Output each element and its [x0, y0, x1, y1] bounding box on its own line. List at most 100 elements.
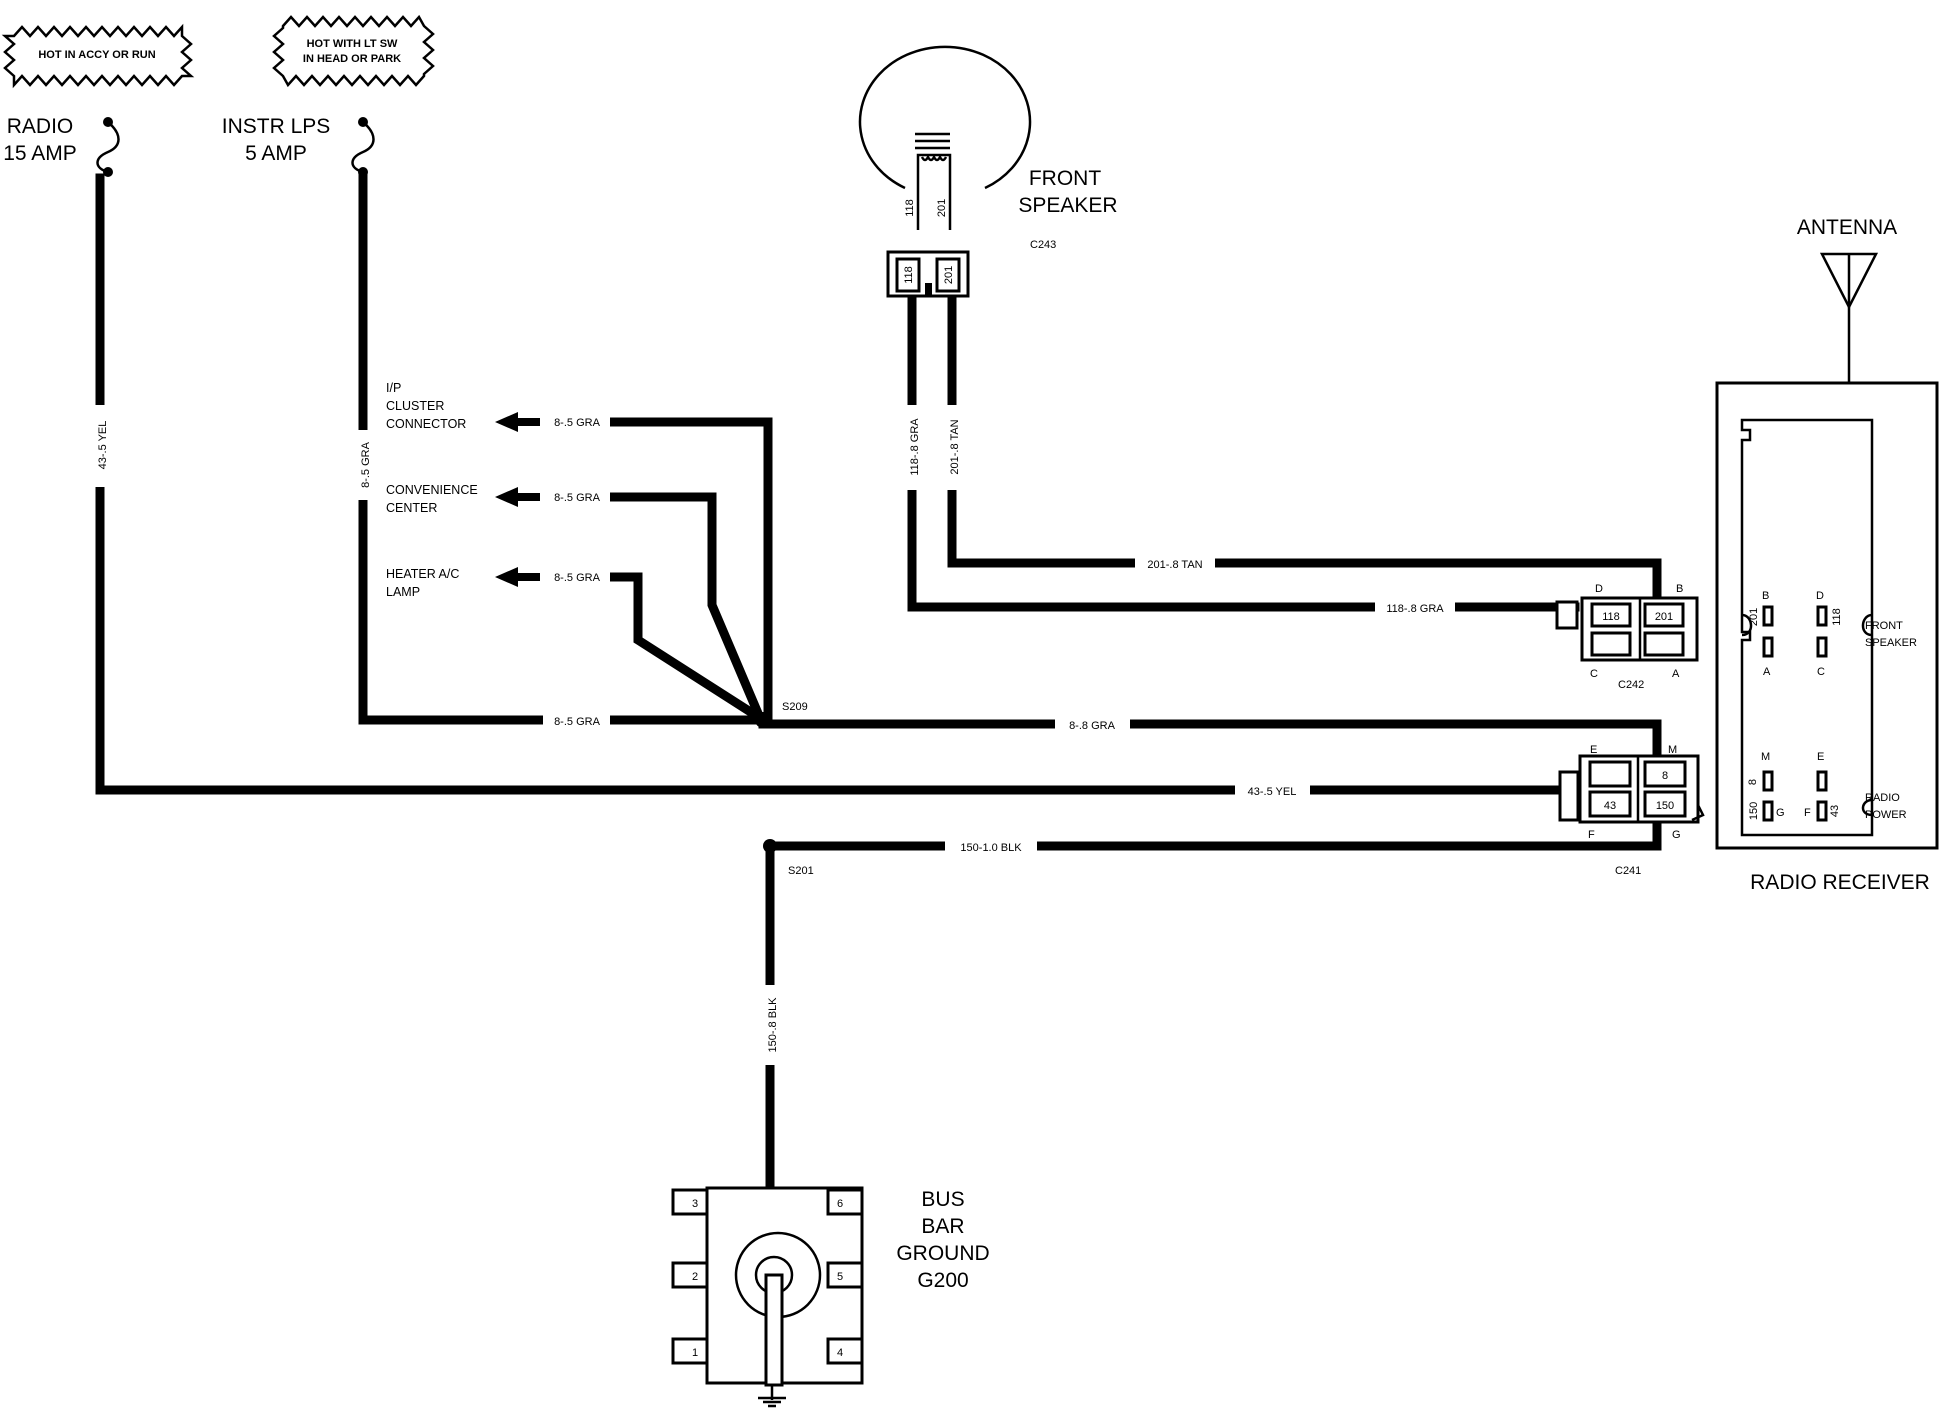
bus-terminal-6: 6	[837, 1198, 843, 1210]
arrow-heater	[495, 567, 540, 587]
c241-pin-43: 43	[1604, 800, 1616, 812]
rr-pin-43: 43	[1829, 805, 1841, 817]
rr-pin-201: 201	[1748, 608, 1760, 626]
wire-label-8-cluster: 8-.5 GRA	[554, 417, 601, 429]
rr-pin-B: B	[1762, 590, 1769, 602]
bus-terminal-4: 4	[837, 1347, 843, 1359]
wire-label-118-horizontal: 118-.8 GRA	[1386, 603, 1444, 615]
splice-s201-label: S201	[788, 865, 814, 877]
wire-8-gra-convenience	[605, 492, 766, 724]
connector-c242-label: C242	[1618, 679, 1644, 691]
hot-accy-run-burst: HOT IN ACCY OR RUN	[1, 23, 195, 89]
speaker-pin-118: 118	[904, 199, 916, 217]
c243-pin-118: 118	[903, 266, 915, 284]
radio-fuse-symbol	[96, 117, 120, 177]
c242-pin-A: A	[1672, 668, 1680, 680]
c241-pin-8: 8	[1662, 770, 1668, 782]
arrow-convenience	[495, 487, 540, 507]
connector-c241: 8 43 150 E M F G	[1558, 744, 1705, 841]
c242-pin-B: B	[1676, 583, 1683, 595]
rr-pin-E: E	[1817, 751, 1824, 763]
hot-lt-sw-burst: HOT WITH LT SW IN HEAD OR PARK	[272, 14, 435, 88]
rr-pin-118: 118	[1831, 608, 1843, 626]
splice-s209-label: S209	[782, 701, 808, 713]
c241-pin-M: M	[1668, 744, 1677, 756]
rr-pin-8: 8	[1747, 779, 1759, 785]
connector-c242: 118 201 D B C A	[1555, 583, 1699, 680]
c242-pin-D: D	[1595, 583, 1603, 595]
bus-terminal-5: 5	[837, 1271, 843, 1283]
convenience-label-line2: CENTER	[386, 501, 437, 515]
wire-label-43-vertical: 43-.5 YEL	[97, 421, 109, 470]
c242-pin-118: 118	[1602, 611, 1620, 623]
rr-pin-M: M	[1761, 751, 1770, 763]
rr-pin-D: D	[1816, 590, 1824, 602]
wire-8-gra-feed	[358, 173, 765, 725]
wire-label-150-horizontal: 150-1.0 BLK	[960, 842, 1022, 854]
antenna-symbol	[1819, 252, 1879, 383]
bus-bar-ground: 3 2 1 6 5 4	[671, 1186, 864, 1408]
radio-fuse-label-line1: RADIO	[7, 115, 74, 138]
front-speaker: 118 201	[858, 45, 1032, 230]
c242-pin-C: C	[1590, 668, 1598, 680]
instr-fuse-label-line1: INSTR LPS	[222, 115, 331, 138]
wire-8-8-gra	[758, 719, 1662, 763]
rr-front-speaker-label-line2: SPEAKER	[1865, 637, 1917, 649]
convenience-label-line1: CONVENIENCE	[386, 483, 478, 497]
bus-label-line3: GROUND	[896, 1242, 989, 1265]
heater-label-line2: LAMP	[386, 585, 420, 599]
front-speaker-label-line2: SPEAKER	[1018, 194, 1117, 217]
splice-s201	[763, 839, 777, 853]
bus-terminal-2: 2	[692, 1271, 698, 1283]
ip-cluster-label-line1: I/P	[386, 381, 401, 395]
wire-118-gra	[907, 293, 1580, 612]
rr-pin-150: 150	[1748, 802, 1760, 820]
instr-fuse-symbol	[351, 117, 375, 177]
connector-c241-label: C241	[1615, 865, 1641, 877]
splice-s209	[755, 712, 771, 728]
wire-label-8-convenience: 8-.5 GRA	[554, 492, 601, 504]
antenna-label: ANTENNA	[1797, 216, 1897, 239]
rr-pin-G: G	[1776, 807, 1785, 819]
wire-label-118-vertical: 118-.8 GRA	[909, 418, 921, 476]
wire-label-43-horizontal: 43-.5 YEL	[1248, 786, 1297, 798]
wire-201-tan	[947, 293, 1662, 605]
wire-label-150-vertical: 150-.8 BLK	[767, 997, 779, 1053]
wire-label-8-8-gra: 8-.8 GRA	[1069, 720, 1116, 732]
bus-label-line2: BAR	[921, 1215, 964, 1238]
front-speaker-label-line1: FRONT	[1029, 167, 1101, 190]
wire-label-201-vertical: 201-.8 TAN	[949, 419, 961, 474]
hot-lt-sw-note-line2: IN HEAD OR PARK	[303, 53, 401, 65]
hot-lt-sw-note-line1: HOT WITH LT SW	[307, 38, 398, 50]
hot-accy-run-note: HOT IN ACCY OR RUN	[38, 49, 155, 61]
c241-pin-G: G	[1672, 829, 1681, 841]
wire-8-gra-heater	[605, 572, 767, 725]
wire-43-yel	[95, 173, 1580, 795]
connector-c243: 118 201	[886, 250, 970, 298]
c242-pin-201: 201	[1655, 611, 1673, 623]
instr-fuse-label-line2: 5 AMP	[245, 142, 307, 165]
ip-cluster-label-line3: CONNECTOR	[386, 417, 466, 431]
wire-8-gra-cluster	[605, 417, 773, 723]
wire-150-blk-horizontal	[765, 815, 1662, 851]
c241-pin-F: F	[1588, 829, 1595, 841]
rr-front-speaker-label-line1: FRONT	[1865, 620, 1903, 632]
arrow-cluster	[495, 412, 540, 432]
c241-pin-150: 150	[1656, 800, 1674, 812]
connector-c243-label: C243	[1030, 239, 1056, 251]
bus-label-line1: BUS	[921, 1188, 964, 1211]
bus-terminal-1: 1	[692, 1347, 698, 1359]
ip-cluster-label-line2: CLUSTER	[386, 399, 444, 413]
wire-label-8-heater: 8-.5 GRA	[554, 572, 601, 584]
wire-label-8-vertical: 8-.5 GRA	[360, 441, 372, 488]
rr-radio-power-label-line1: RADIO	[1865, 792, 1900, 804]
rr-radio-power-label-line2: POWER	[1865, 809, 1907, 821]
speaker-pin-201: 201	[936, 199, 948, 217]
heater-label-line1: HEATER A/C	[386, 567, 459, 581]
bus-terminal-3: 3	[692, 1198, 698, 1210]
rr-pin-C: C	[1817, 666, 1825, 678]
c241-pin-E: E	[1590, 744, 1597, 756]
bus-label-line4: G200	[917, 1269, 968, 1292]
wire-label-201-horizontal: 201-.8 TAN	[1147, 559, 1202, 571]
